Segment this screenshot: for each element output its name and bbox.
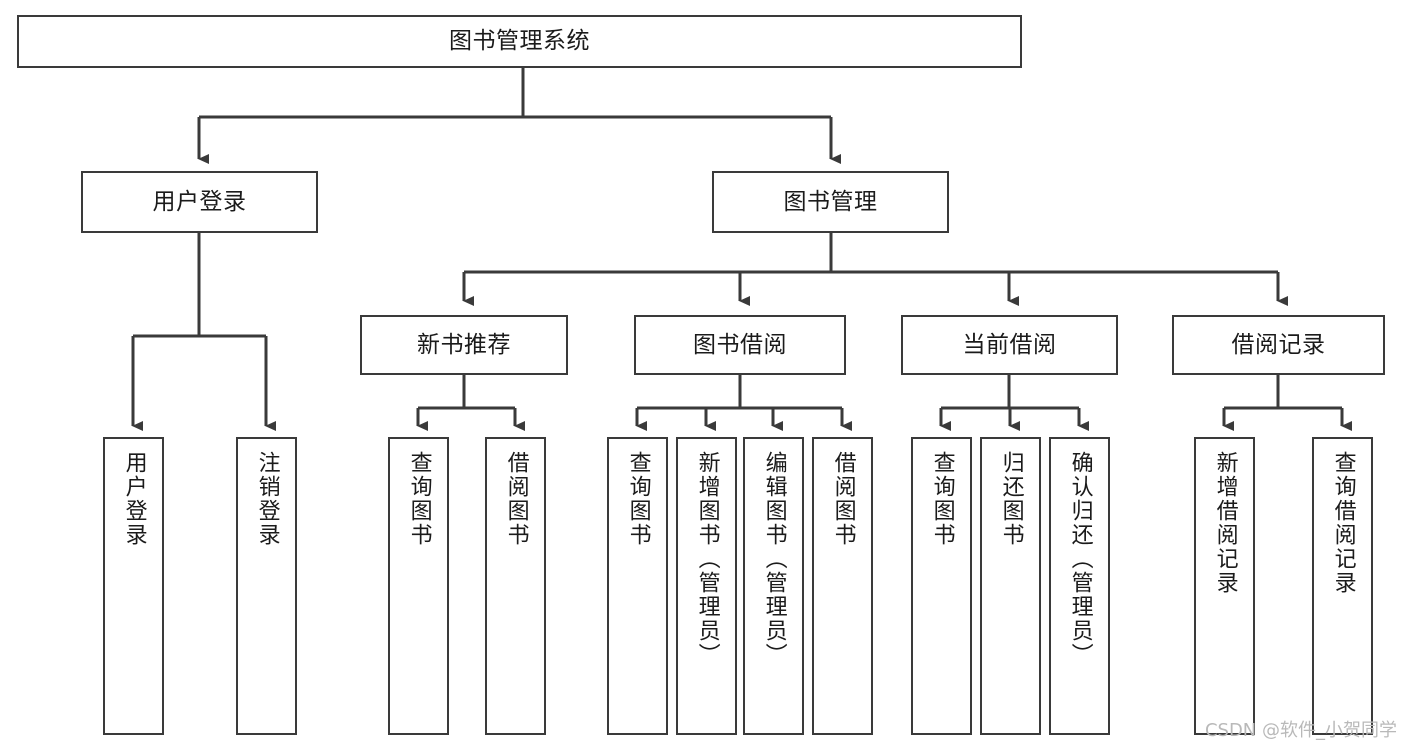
node-leaf-return-book[interactable]: 归还图书: [980, 437, 1041, 735]
node-leaf-return-book-label: 归还图书: [998, 451, 1024, 547]
node-leaf-user-login[interactable]: 用户登录: [103, 437, 164, 735]
node-leaf-query-book-b[interactable]: 查询图书: [607, 437, 668, 735]
node-leaf-add-book-label: 新增图书（管理员）: [694, 451, 720, 667]
node-borrow-record-label: 借阅记录: [1231, 331, 1326, 358]
node-leaf-query-record-label: 查询借阅记录: [1330, 451, 1356, 595]
node-leaf-borrow-book-b-label: 借阅图书: [830, 451, 856, 547]
node-leaf-borrow-book-a[interactable]: 借阅图书: [485, 437, 546, 735]
node-current-borrow[interactable]: 当前借阅: [901, 315, 1118, 375]
node-leaf-query-book-c-label: 查询图书: [929, 451, 955, 547]
node-leaf-query-book-a[interactable]: 查询图书: [388, 437, 449, 735]
node-leaf-query-record[interactable]: 查询借阅记录: [1312, 437, 1373, 735]
node-leaf-edit-book-label: 编辑图书（管理员）: [761, 451, 787, 667]
node-leaf-edit-book[interactable]: 编辑图书（管理员）: [743, 437, 804, 735]
node-leaf-add-record[interactable]: 新增借阅记录: [1194, 437, 1255, 735]
node-book-borrow-label: 图书借阅: [693, 331, 787, 358]
node-leaf-confirm-return-label: 确认归还（管理员）: [1067, 451, 1093, 667]
node-leaf-query-book-a-label: 查询图书: [406, 451, 432, 547]
node-new-book-rec[interactable]: 新书推荐: [360, 315, 568, 375]
node-leaf-add-book[interactable]: 新增图书（管理员）: [676, 437, 737, 735]
node-book-manage[interactable]: 图书管理: [712, 171, 949, 233]
node-leaf-query-book-c[interactable]: 查询图书: [911, 437, 972, 735]
node-leaf-logout-label: 注销登录: [254, 451, 280, 547]
node-leaf-add-record-label: 新增借阅记录: [1212, 451, 1238, 595]
node-leaf-query-book-b-label: 查询图书: [625, 451, 651, 547]
node-leaf-user-login-label: 用户登录: [121, 451, 147, 547]
node-root-label: 图书管理系统: [449, 28, 590, 55]
node-borrow-record[interactable]: 借阅记录: [1172, 315, 1385, 375]
node-current-borrow-label: 当前借阅: [962, 331, 1057, 358]
node-user-login-label: 用户登录: [152, 188, 247, 215]
node-root[interactable]: 图书管理系统: [17, 15, 1022, 68]
node-leaf-logout[interactable]: 注销登录: [236, 437, 297, 735]
node-new-book-rec-label: 新书推荐: [417, 331, 511, 358]
node-user-login[interactable]: 用户登录: [81, 171, 318, 233]
node-leaf-confirm-return[interactable]: 确认归还（管理员）: [1049, 437, 1110, 735]
node-leaf-borrow-book-b[interactable]: 借阅图书: [812, 437, 873, 735]
node-book-manage-label: 图书管理: [783, 188, 878, 215]
node-leaf-borrow-book-a-label: 借阅图书: [503, 451, 529, 547]
node-book-borrow[interactable]: 图书借阅: [634, 315, 846, 375]
